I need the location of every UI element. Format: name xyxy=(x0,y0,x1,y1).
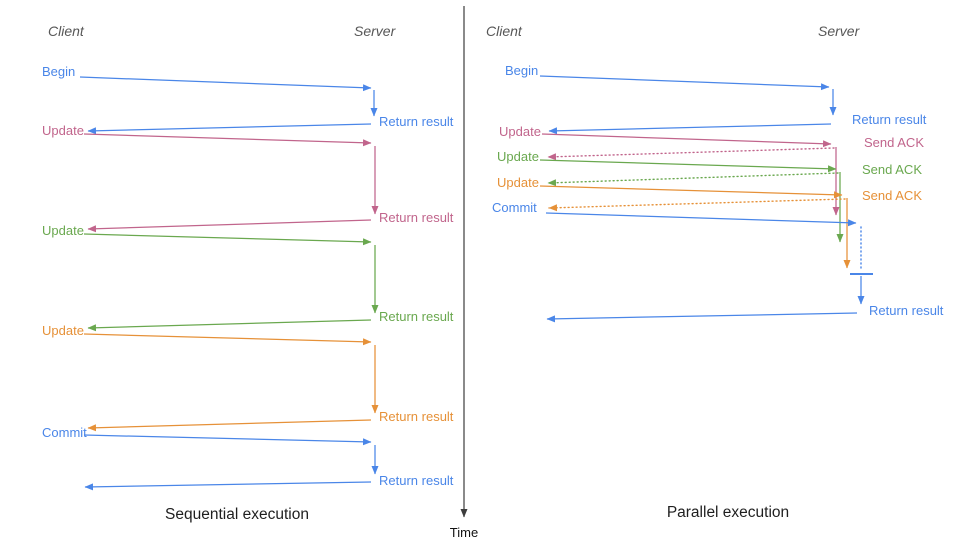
message-label: Begin xyxy=(505,63,538,78)
right-exchange-begin: Begin Return result xyxy=(505,63,927,135)
ack-line xyxy=(548,198,846,212)
response-line xyxy=(87,319,372,332)
right-exchange-update2: Update Send ACK xyxy=(497,149,922,243)
right-server-header: Server xyxy=(818,23,861,39)
left-exchange-commit: Commit Return result xyxy=(42,425,454,491)
response-label: Return result xyxy=(869,303,944,318)
right-panel: Client Server Begin Return result Update… xyxy=(486,23,944,521)
message-label: Update xyxy=(499,124,541,139)
message-label: Update xyxy=(497,175,539,190)
right-exchange-update3: Update Send ACK xyxy=(497,175,922,269)
response-label: Return result xyxy=(379,114,454,129)
request-line xyxy=(79,76,372,92)
ack-label: Send ACK xyxy=(862,162,922,177)
request-line xyxy=(83,233,372,246)
request-line xyxy=(539,75,830,91)
request-line xyxy=(545,212,857,227)
request-line xyxy=(83,133,372,147)
ack-label: Send ACK xyxy=(864,135,924,150)
response-line xyxy=(546,312,858,323)
left-exchange-update3: Update Return result xyxy=(42,323,454,432)
response-line xyxy=(87,123,372,135)
request-line xyxy=(541,133,832,148)
request-line xyxy=(83,333,372,346)
message-label: Commit xyxy=(42,425,87,440)
response-label: Return result xyxy=(852,112,927,127)
response-label: Return result xyxy=(379,210,454,225)
right-client-header: Client xyxy=(486,23,523,39)
left-server-header: Server xyxy=(354,23,397,39)
ack-label: Send ACK xyxy=(862,188,922,203)
request-line xyxy=(539,185,843,199)
right-panel-title: Parallel execution xyxy=(667,504,789,521)
time-axis: Time xyxy=(450,6,478,540)
message-label: Commit xyxy=(492,200,537,215)
message-label: Update xyxy=(42,123,84,138)
left-exchange-update2: Update Return result xyxy=(42,223,454,332)
left-client-header: Client xyxy=(48,23,85,39)
response-label: Return result xyxy=(379,473,454,488)
left-panel-title: Sequential execution xyxy=(165,506,309,523)
ack-line xyxy=(547,147,835,161)
message-label: Begin xyxy=(42,64,75,79)
message-label: Update xyxy=(42,323,84,338)
response-line xyxy=(87,219,372,233)
ack-line xyxy=(547,172,839,187)
time-axis-label: Time xyxy=(450,525,478,540)
request-line xyxy=(539,159,837,173)
right-exchange-update1: Update Send ACK xyxy=(499,124,924,216)
left-exchange-update1: Update Return result xyxy=(42,123,454,233)
left-exchange-begin: Begin Return result xyxy=(42,64,454,135)
response-line xyxy=(548,123,832,135)
right-exchange-commit: Commit Return result xyxy=(492,200,944,323)
left-panel: Client Server Begin Return result Update… xyxy=(42,23,454,523)
response-label: Return result xyxy=(379,309,454,324)
message-label: Update xyxy=(42,223,84,238)
request-line xyxy=(83,434,372,446)
response-line xyxy=(87,419,372,432)
response-label: Return result xyxy=(379,409,454,424)
message-label: Update xyxy=(497,149,539,164)
response-line xyxy=(84,481,372,491)
